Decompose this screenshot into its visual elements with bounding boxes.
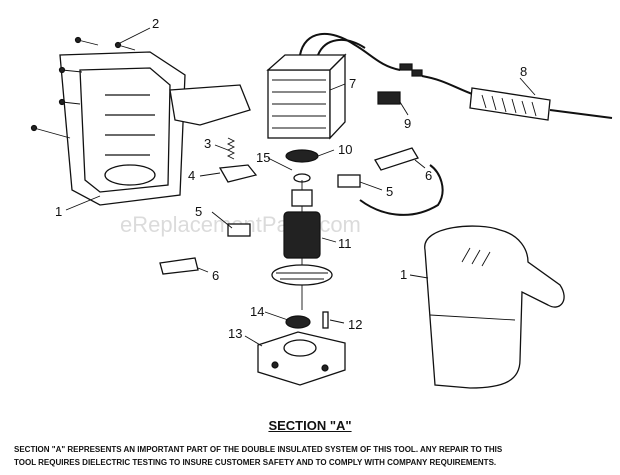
lead-wire: [359, 164, 444, 216]
callout-5-left: 5: [195, 204, 202, 219]
footnote: SECTION "A" REPRESENTS AN IMPORTANT PART…: [14, 443, 608, 469]
callout-12: 12: [348, 317, 362, 332]
power-cord: [421, 75, 613, 121]
brush-cap-right: [374, 147, 419, 171]
callout-8: 8: [520, 64, 527, 79]
armature: [271, 180, 333, 310]
callout-7: 7: [349, 76, 356, 91]
footnote-line-2: TOOL REQUIRES DIELECTRIC TESTING TO INSU…: [14, 458, 497, 467]
screw-set: [30, 27, 151, 139]
spring: [226, 137, 236, 160]
brush-holder-ring: [285, 149, 319, 163]
callout-3: 3: [204, 136, 211, 151]
callout-5-right: 5: [386, 184, 393, 199]
leader-lines: [65, 77, 536, 347]
footnote-line-1: SECTION "A" REPRESENTS AN IMPORTANT PART…: [14, 445, 503, 454]
pin: [322, 311, 329, 329]
callout-6-left: 6: [212, 268, 219, 283]
section-title: SECTION "A": [0, 418, 620, 433]
callout-15: 15: [256, 150, 270, 165]
housing-half-left: [59, 51, 251, 206]
field-assembly: [266, 53, 347, 140]
field-wires: [299, 32, 401, 71]
callout-4: 4: [188, 168, 195, 183]
brush-cap-left: [159, 257, 199, 275]
callout-2: 2: [152, 16, 159, 31]
brush-left: [227, 223, 251, 237]
callout-13: 13: [228, 326, 242, 341]
switch-actuator: [218, 164, 258, 183]
callout-10: 10: [338, 142, 352, 157]
callout-14: 14: [250, 304, 264, 319]
callout-1-left: 1: [55, 204, 62, 219]
housing-assembled: [424, 225, 565, 389]
callout-labels: 1 2 3 4 15 10 7 8 9 6 5 5 6 11 14 12 13 …: [55, 16, 527, 341]
callout-9: 9: [404, 116, 411, 131]
end-bracket: [257, 331, 346, 386]
section-title-text: SECTION "A": [268, 418, 352, 433]
exploded-parts-diagram: eReplacementParts.com: [30, 16, 613, 389]
switch: [377, 91, 401, 105]
callout-11: 11: [338, 236, 352, 251]
callout-1-right: 1: [400, 267, 407, 282]
brush-right: [337, 174, 361, 188]
callout-6-right: 6: [425, 168, 432, 183]
bearing: [285, 315, 311, 329]
